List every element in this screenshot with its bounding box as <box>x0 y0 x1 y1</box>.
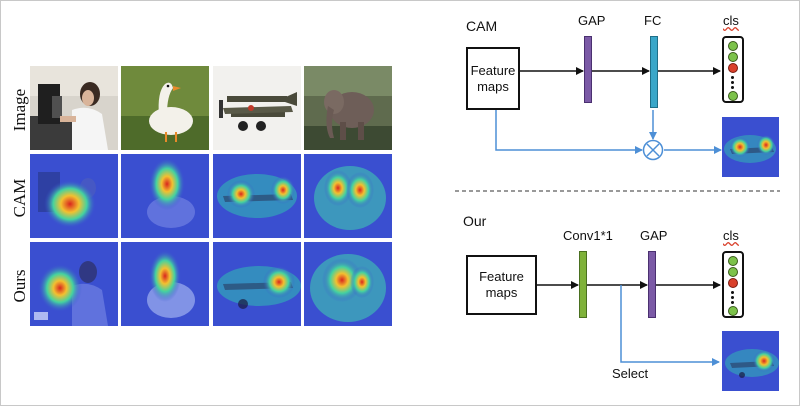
gap-bar-top <box>584 36 592 103</box>
ours-output-heatmap <box>722 331 779 391</box>
cls-dot-green <box>728 256 738 266</box>
cls-vector-top <box>722 36 744 103</box>
cam-heatmap-elephant <box>304 154 392 238</box>
cls-vector-bottom <box>722 251 744 318</box>
gap-label-top: GAP <box>578 13 606 28</box>
conv-label: Conv1*1 <box>563 228 613 243</box>
cls-dot-green <box>728 91 738 101</box>
gap-label-bottom: GAP <box>640 228 668 243</box>
cls-label-top: cls <box>723 13 739 28</box>
select-label: Select <box>612 366 649 381</box>
cam-heatmap-goose <box>121 154 209 238</box>
photo-microscope <box>30 66 118 150</box>
feature-maps-box-bottom: Feature maps <box>466 255 537 315</box>
cam-heatmap-biplane <box>213 154 301 238</box>
ours-heatmap-biplane <box>213 242 301 326</box>
cls-dot-green <box>728 267 738 277</box>
multiply-icon <box>642 139 664 161</box>
cls-dot-green <box>728 306 738 316</box>
photo-biplane <box>213 66 301 150</box>
fc-label: FC <box>644 13 662 28</box>
gap-bar-bottom <box>648 251 656 318</box>
ours-heatmap-elephant <box>304 242 392 326</box>
arrow-select-to-output <box>620 285 720 366</box>
ours-heatmap-microscope <box>30 242 118 326</box>
photo-elephant <box>304 66 392 150</box>
section-title-cam: CAM <box>466 18 498 34</box>
ours-heatmap-goose <box>121 242 209 326</box>
section-title-our: Our <box>463 213 487 229</box>
cls-label-bottom: cls <box>723 228 739 243</box>
cam-heatmap-microscope <box>30 154 118 238</box>
cam-output-heatmap <box>722 117 779 177</box>
cls-dot-green <box>728 52 738 62</box>
cls-dot-red <box>728 278 738 288</box>
arrow-features-to-multiply <box>495 110 643 154</box>
cls-dot-green <box>728 41 738 51</box>
cls-dot-red <box>728 63 738 73</box>
conv-bar <box>579 251 587 318</box>
photo-goose <box>121 66 209 150</box>
fc-bar <box>650 36 658 108</box>
feature-maps-box-top: Feature maps <box>466 47 520 110</box>
